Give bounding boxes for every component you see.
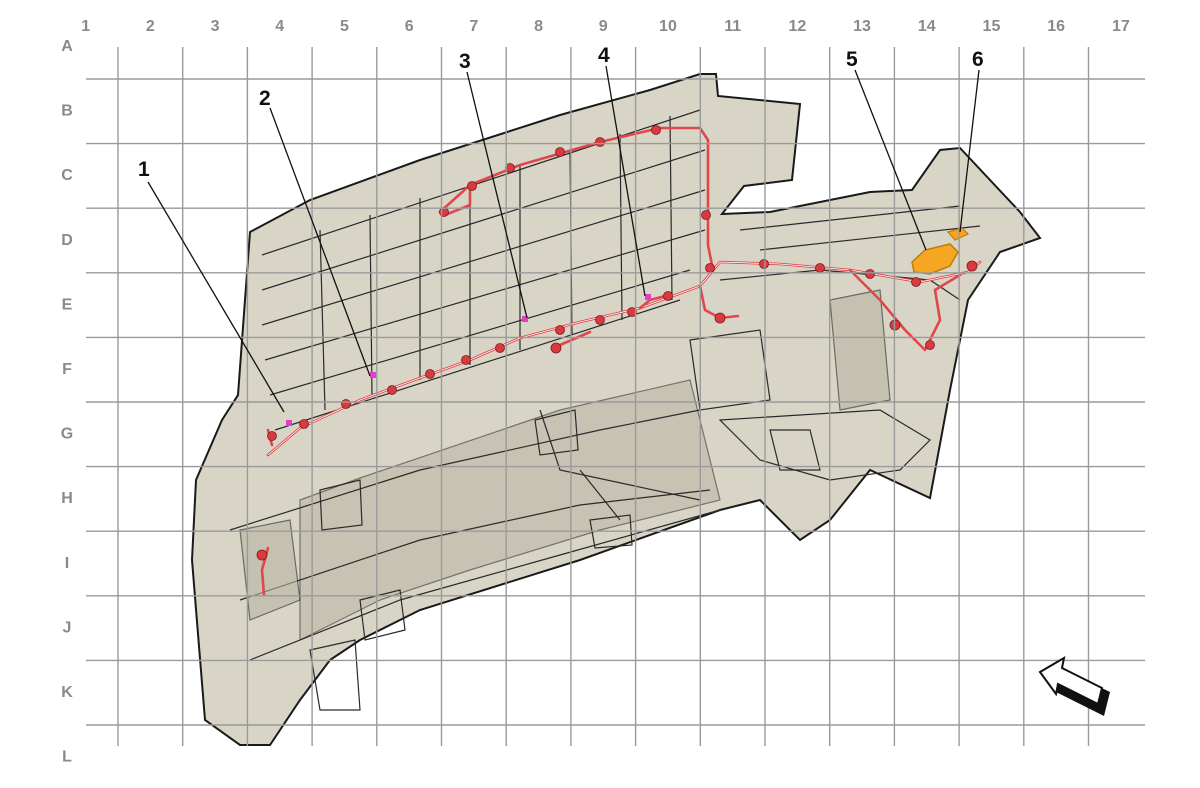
row-label-I: I	[65, 555, 69, 572]
row-label-F: F	[62, 361, 72, 378]
column-label-12: 12	[788, 18, 806, 35]
row-label-A: A	[61, 38, 73, 55]
callout-leaders	[147, 65, 980, 413]
column-label-11: 11	[724, 18, 741, 35]
reference-grid	[86, 47, 1145, 746]
bumper-assembly-illustration	[190, 73, 1042, 746]
row-label-K: K	[61, 684, 73, 701]
column-label-9: 9	[599, 18, 608, 35]
column-label-14: 14	[918, 18, 936, 35]
callout-4: 4	[598, 44, 610, 67]
column-label-7: 7	[469, 18, 478, 35]
column-label-3: 3	[211, 18, 220, 35]
column-label-5: 5	[340, 18, 349, 35]
row-label-L: L	[62, 749, 72, 766]
row-labels: A B C D E F G H I J K L	[61, 38, 73, 766]
column-label-10: 10	[659, 18, 677, 35]
callout-2: 2	[259, 87, 271, 110]
connector-markers	[286, 294, 651, 426]
column-label-15: 15	[983, 18, 1001, 35]
row-label-C: C	[61, 167, 73, 184]
row-label-D: D	[61, 232, 73, 249]
row-label-H: H	[61, 490, 73, 507]
callout-3: 3	[459, 50, 471, 73]
column-label-8: 8	[534, 18, 543, 35]
callout-numbers: 1 2 3 4 5 6	[138, 44, 984, 181]
column-label-2: 2	[146, 18, 155, 35]
column-label-1: 1	[81, 18, 90, 35]
column-label-16: 16	[1047, 18, 1065, 35]
row-label-E: E	[62, 296, 73, 313]
row-label-J: J	[63, 619, 72, 636]
column-label-6: 6	[405, 18, 414, 35]
direction-arrow-icon	[1038, 656, 1110, 716]
highlighted-module	[911, 227, 970, 275]
callout-1: 1	[138, 158, 150, 181]
column-label-4: 4	[275, 18, 284, 35]
callout-6: 6	[972, 48, 984, 71]
column-label-13: 13	[853, 18, 871, 35]
row-label-B: B	[61, 103, 73, 120]
row-label-G: G	[61, 426, 73, 443]
column-label-17: 17	[1112, 18, 1130, 35]
callout-5: 5	[846, 48, 858, 71]
